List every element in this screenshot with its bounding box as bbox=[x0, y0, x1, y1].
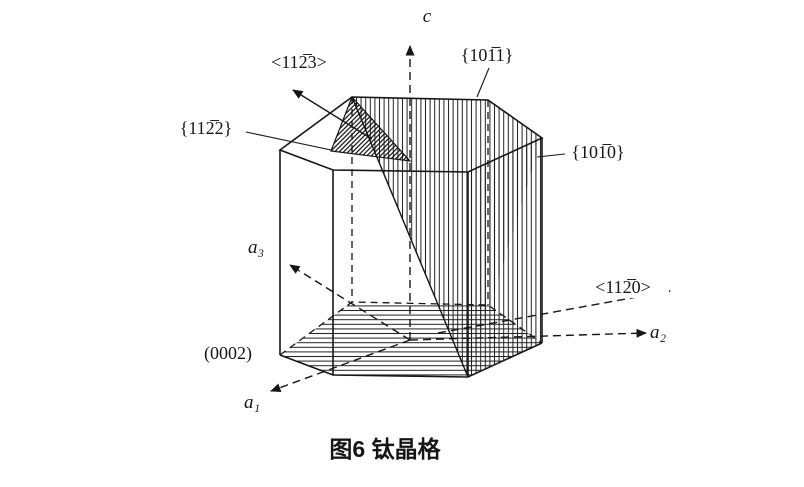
a2-axis-arrow bbox=[409, 328, 647, 341]
plane-1010-label: {101̅0} bbox=[571, 142, 624, 162]
axes-and-directions bbox=[270, 45, 671, 392]
label-backing-1120 bbox=[577, 277, 669, 298]
pyramidal-plane-trace bbox=[351, 96, 469, 378]
direction-1123-label: <112̅3> bbox=[271, 52, 327, 72]
plane-1122-label: {112̅2} bbox=[180, 118, 233, 138]
pointer-1011 bbox=[476, 67, 490, 98]
a3-axis-label: a₃ bbox=[248, 237, 264, 258]
a2-axis-label: a₂ bbox=[650, 322, 667, 343]
hidden-edges bbox=[279, 97, 543, 356]
pyramidal-plane-1122 bbox=[330, 95, 412, 162]
c-axis-label: c bbox=[423, 6, 432, 27]
direction-1120-label: <112̅0> bbox=[595, 277, 651, 297]
prism-plane-1010 bbox=[468, 138, 542, 377]
direction-1123-arrow bbox=[292, 89, 373, 140]
pointer-1010 bbox=[536, 153, 566, 158]
a3-axis-arrow bbox=[289, 264, 411, 341]
pointer-1122 bbox=[245, 131, 332, 151]
a1-axis-arrow bbox=[270, 339, 411, 392]
figure-caption: 图6 钛晶格 bbox=[329, 436, 441, 462]
bottom-front-edges bbox=[279, 342, 543, 378]
plane-0002-label: (0002) bbox=[204, 343, 252, 364]
label-pointers bbox=[245, 67, 566, 158]
a1-axis-label: a₁ bbox=[244, 392, 260, 413]
bottom-back-edges-hidden bbox=[279, 301, 543, 356]
plane-1011-label: {101̅1} bbox=[461, 45, 514, 65]
